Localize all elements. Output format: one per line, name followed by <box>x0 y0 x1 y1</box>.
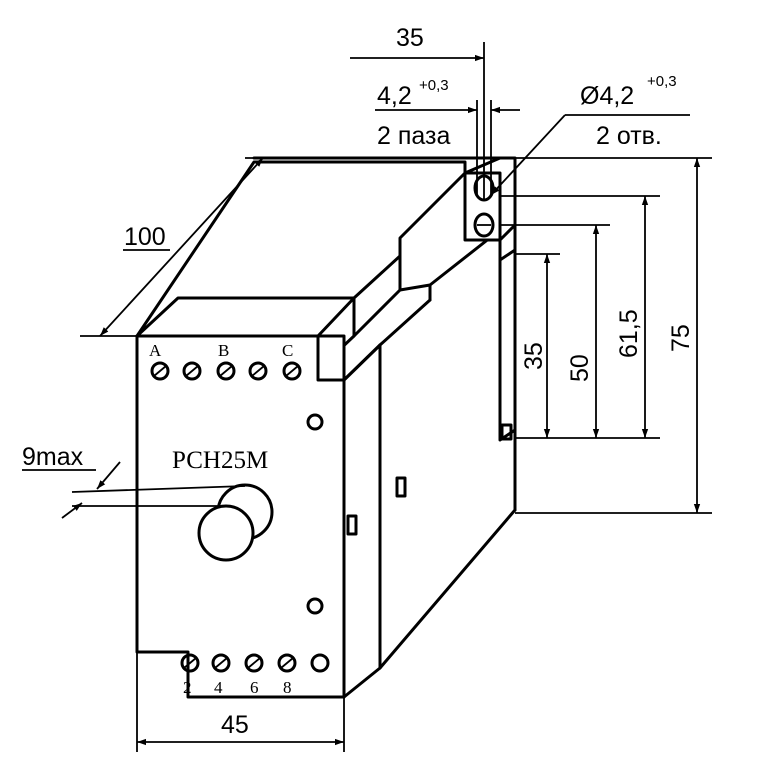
dim-61-5-value: 61,5 <box>615 309 643 358</box>
terminal-screw <box>277 653 297 673</box>
dim-slot-value: 4,2 <box>377 82 412 110</box>
dim-hole-note: 2 отв. <box>596 122 662 150</box>
terminal-label-c: C <box>282 341 293 360</box>
terminal-labels-bottom: 2 4 6 8 <box>183 678 292 697</box>
dim-depth-value: 100 <box>124 223 166 251</box>
terminal-label-a: A <box>149 341 162 360</box>
dim-slot: 4,2 +0,3 2 паза <box>375 77 520 195</box>
terminal-label-4: 4 <box>214 678 223 697</box>
terminal-screw <box>282 361 302 381</box>
terminal-label-8: 8 <box>283 678 292 697</box>
dim-50-value: 50 <box>566 354 594 382</box>
dim-35-vertical-value: 35 <box>520 342 548 370</box>
dim-height-value: 75 <box>667 324 695 352</box>
terminal-screw <box>216 361 236 381</box>
dim-top-35-value: 35 <box>396 24 424 52</box>
dim-top-35: 35 <box>350 24 485 176</box>
terminal-screw <box>244 653 264 673</box>
dim-slot-note: 2 паза <box>377 122 450 150</box>
terminal-label-2: 2 <box>183 678 192 697</box>
dim-width: 45 <box>136 652 345 752</box>
front-screw-bottom <box>306 597 324 615</box>
terminal-label-b: B <box>218 341 229 360</box>
dim-knob: 9max <box>22 443 246 519</box>
terminal-screw <box>150 361 170 381</box>
terminals-bottom <box>180 653 330 673</box>
terminal-screw <box>310 653 330 673</box>
terminal-label-6: 6 <box>250 678 259 697</box>
terminal-labels-top: A B C <box>149 341 293 360</box>
dim-hole-value: Ø4,2 <box>580 82 634 110</box>
terminal-screw <box>211 653 231 673</box>
adjust-knob <box>197 483 274 562</box>
terminal-screw <box>180 653 200 673</box>
terminal-screw <box>182 361 202 381</box>
dim-knob-value: 9max <box>22 443 84 471</box>
terminals-top <box>150 361 302 381</box>
dim-depth: 100 <box>80 157 300 337</box>
dim-width-value: 45 <box>221 711 249 739</box>
dim-slot-tolerance: +0,3 <box>419 77 449 94</box>
dim-hole-tolerance: +0,3 <box>647 73 677 90</box>
relay-body <box>135 156 517 699</box>
terminal-screw <box>248 361 268 381</box>
front-screw-top <box>306 413 324 431</box>
model-label: РСН25М <box>172 447 268 474</box>
dim-heights: 75 61,5 50 35 <box>500 157 712 514</box>
dim-hole: Ø4,2 +0,3 2 отв. <box>490 73 690 196</box>
